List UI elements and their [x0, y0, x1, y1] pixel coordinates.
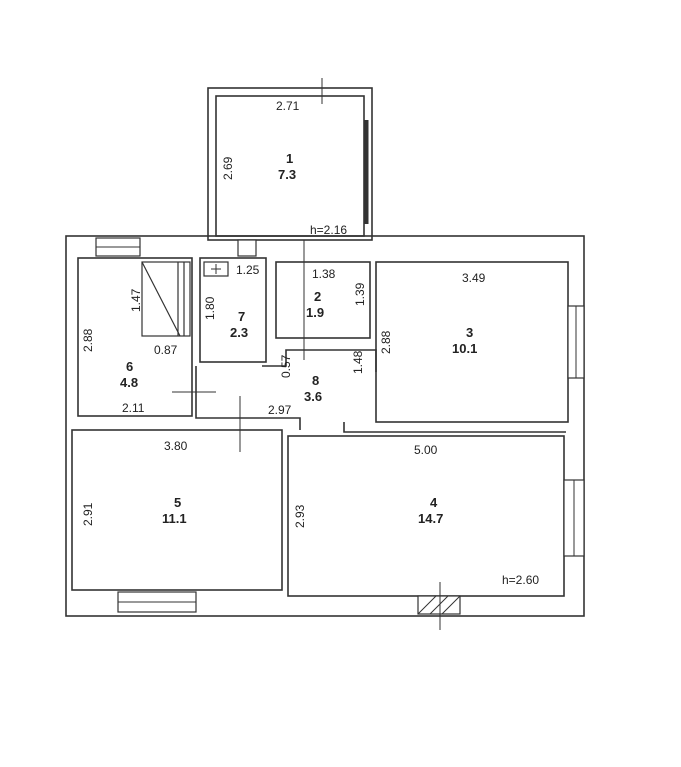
room-8-number: 8: [312, 373, 320, 388]
dim-r6-stair-width: 0.87: [154, 343, 178, 357]
dim-r6-depth: 2.88: [81, 328, 95, 352]
room-4-area: 14.7: [418, 511, 444, 526]
dim-r2-depth: 1.39: [353, 282, 367, 306]
dim-r3-depth: 2.88: [379, 330, 393, 354]
room-1-inner: [215, 95, 365, 237]
dim-r6-stair-depth: 1.47: [129, 288, 143, 312]
room-5-number: 5: [174, 495, 182, 510]
fixture-room-7: [203, 261, 229, 277]
dim-r2-width: 1.38: [312, 267, 336, 281]
room-6-outline: [77, 257, 193, 417]
staircase-room-6: [141, 261, 191, 337]
corridor-wall-mid: [262, 349, 377, 372]
room-6-area: 4.8: [120, 375, 139, 390]
room-1-area: 7.3: [278, 167, 297, 182]
dim-r8-a: 0.57: [279, 354, 293, 378]
room-5-outline: [71, 429, 283, 591]
dim-r7-depth: 1.80: [203, 296, 217, 320]
dim-r8-b: 1.48: [351, 350, 365, 374]
dim-r1-width: 2.71: [276, 99, 300, 113]
room-1-outline: [207, 87, 373, 241]
dim-r5-depth: 2.91: [81, 502, 95, 526]
dim-r4-depth: 2.93: [293, 504, 307, 528]
dim-r7-width: 1.25: [236, 263, 260, 277]
room-1-number: 1: [286, 151, 294, 166]
room-2-outline: [275, 261, 371, 339]
dim-r3-width: 3.49: [462, 271, 486, 285]
room-7-area: 2.3: [230, 325, 249, 340]
hatched-door-room-4: [417, 595, 461, 615]
corridor-wall-right: [343, 422, 566, 433]
room-2-area: 1.9: [306, 305, 325, 320]
dim-r1-height: h=2.16: [310, 223, 348, 237]
room-3-area: 10.1: [452, 341, 478, 356]
room-4-number: 4: [430, 495, 438, 510]
room-8-area: 3.6: [304, 389, 323, 404]
dim-main-height: h=2.60: [502, 573, 540, 587]
room-2-number: 2: [314, 289, 322, 304]
room-6-number: 6: [126, 359, 134, 374]
room-7-outline: [199, 257, 267, 363]
window-room-7: [237, 239, 257, 257]
room-3-number: 3: [466, 325, 474, 340]
dim-r4-width: 5.00: [414, 443, 438, 457]
dim-r8-width: 2.97: [268, 403, 292, 417]
dim-r6-width: 2.11: [122, 401, 145, 415]
dim-r1-depth: 2.69: [221, 156, 235, 180]
room-7-number: 7: [238, 309, 246, 324]
building-outer-wall: [65, 235, 585, 617]
room-5-area: 11.1: [162, 511, 187, 526]
dim-r5-width: 3.80: [164, 439, 188, 453]
